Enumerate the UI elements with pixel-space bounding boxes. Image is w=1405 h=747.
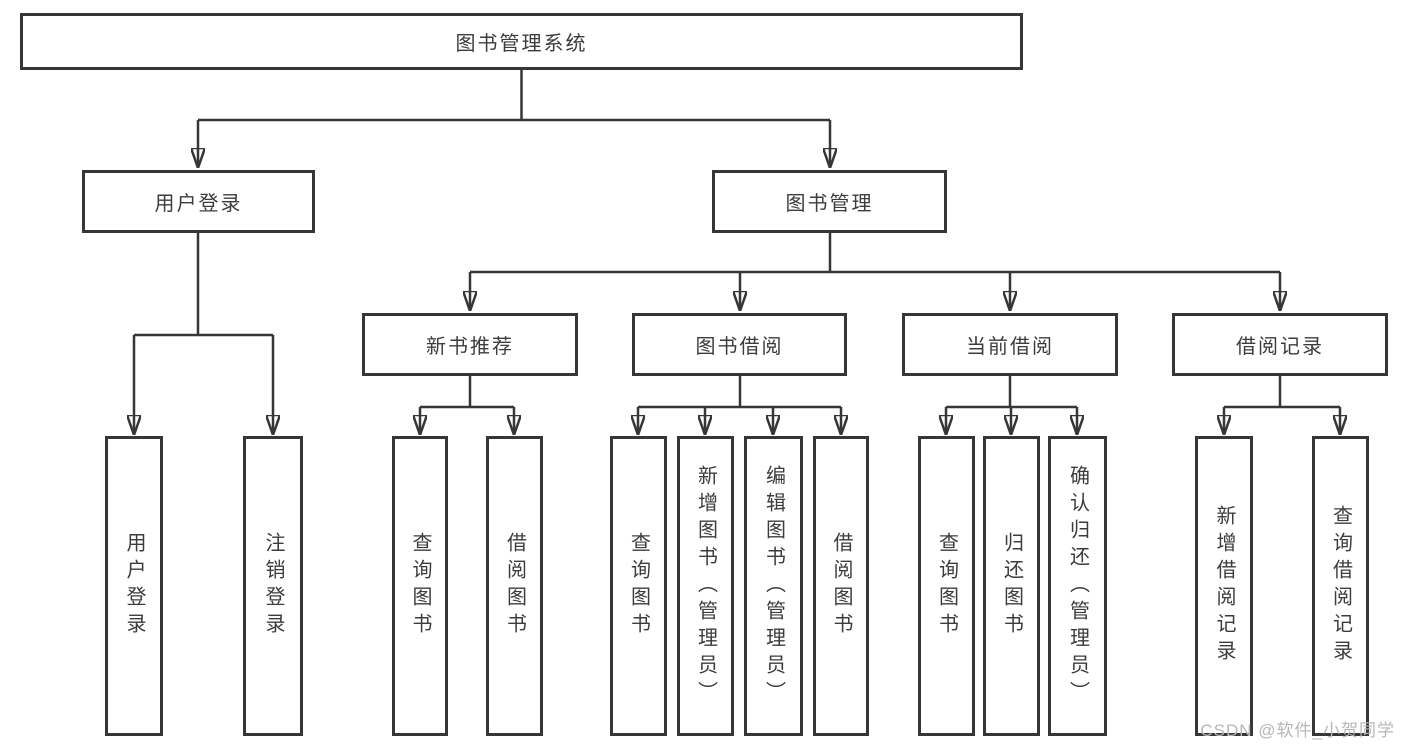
leaf-logout: 注销登录 — [243, 436, 303, 736]
leaf-add-book-admin: 新增图书（管理员） — [677, 436, 734, 736]
leaf-borrow-books-borrowing-label: 借阅图书 — [830, 532, 852, 640]
leaf-borrow-books-recommend: 借阅图书 — [486, 436, 543, 736]
node-book-borrowing-label: 图书借阅 — [695, 336, 784, 358]
leaf-borrow-books-borrowing: 借阅图书 — [813, 436, 869, 736]
leaf-logout-label: 注销登录 — [262, 532, 284, 640]
leaf-query-books-current-label: 查询图书 — [935, 532, 958, 640]
leaf-confirm-return-admin-label: 确认归还（管理员） — [1066, 464, 1089, 708]
node-new-book-recommend: 新书推荐 — [362, 313, 578, 376]
node-user-login-label: 用户登录 — [154, 193, 243, 215]
node-book-borrowing: 图书借阅 — [632, 313, 847, 376]
leaf-user-login-label: 用户登录 — [123, 532, 145, 640]
leaf-edit-book-admin: 编辑图书（管理员） — [744, 436, 803, 736]
leaf-return-books-label: 归还图书 — [1000, 532, 1023, 640]
leaf-query-books-recommend: 查询图书 — [392, 436, 448, 736]
node-current-borrowing: 当前借阅 — [902, 313, 1118, 376]
leaf-query-books-borrowing: 查询图书 — [610, 436, 667, 736]
node-book-management: 图书管理 — [712, 170, 947, 233]
leaf-query-books-borrowing-label: 查询图书 — [627, 532, 650, 640]
node-current-borrowing-label: 当前借阅 — [966, 336, 1054, 358]
watermark: CSDN @软件_小贺同学 — [1200, 721, 1395, 740]
node-library-system: 图书管理系统 — [20, 13, 1023, 70]
leaf-confirm-return-admin: 确认归还（管理员） — [1048, 436, 1107, 736]
node-book-management-label: 图书管理 — [785, 193, 874, 215]
node-borrowing-records: 借阅记录 — [1172, 313, 1388, 376]
node-user-login: 用户登录 — [82, 170, 315, 233]
leaf-add-borrow-record-label: 新增借阅记录 — [1213, 505, 1235, 667]
leaf-borrow-books-recommend-label: 借阅图书 — [503, 532, 526, 640]
node-library-system-label: 图书管理系统 — [455, 33, 588, 55]
leaf-query-borrow-record: 查询借阅记录 — [1312, 436, 1369, 736]
leaf-add-book-admin-label: 新增图书（管理员） — [694, 464, 717, 708]
leaf-add-borrow-record: 新增借阅记录 — [1195, 436, 1253, 736]
node-borrowing-records-label: 借阅记录 — [1236, 336, 1324, 358]
leaf-edit-book-admin-label: 编辑图书（管理员） — [762, 464, 785, 708]
leaf-return-books: 归还图书 — [983, 436, 1040, 736]
leaf-query-borrow-record-label: 查询借阅记录 — [1329, 505, 1352, 667]
leaf-query-books-current: 查询图书 — [918, 436, 975, 736]
leaf-query-books-recommend-label: 查询图书 — [409, 532, 431, 640]
node-new-book-recommend-label: 新书推荐 — [426, 336, 514, 358]
leaf-user-login: 用户登录 — [105, 436, 163, 736]
